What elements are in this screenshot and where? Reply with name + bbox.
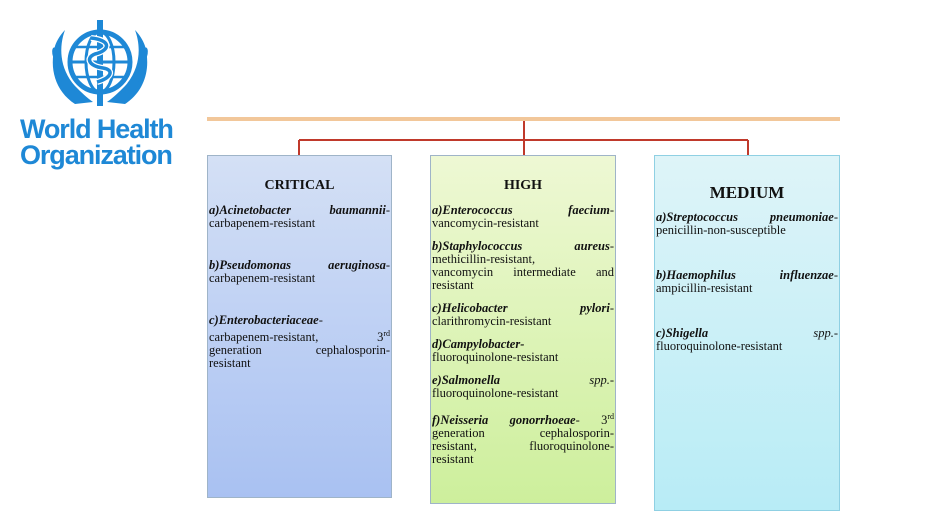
high-item-a: a)Enterococcus faecium- vancomycin-resis… [432,203,614,230]
critical-item-a: a)Acinetobacter baumannii- carbapenem-re… [209,203,390,230]
high-item-d: d)Campylobacter- fluoroquinolone-resista… [432,337,559,364]
high-title: HIGH [503,178,543,193]
critical-item-b: b)Pseudomonas aeruginosa- carbapenem-res… [209,258,390,285]
high-item-f: f)Neisseria gonorrhoeae- 3rd generation … [432,412,614,467]
medium-item-a: a)Streptococcus pneumoniae- penicillin-n… [656,210,838,237]
high-item-b: b)Staphylococcus aureus- methicillin-res… [432,239,614,292]
critical-box: CRITICAL a)Acinetobacter baumannii- carb… [207,155,392,498]
who-logo: World Health Organization [20,16,180,170]
critical-title: CRITICAL [264,178,335,193]
high-item-e: e)Salmonella spp.- fluoroquinolone-resis… [432,373,614,400]
critical-item-c: c)Enterobacteriaceae- carbapenem-resista… [209,313,390,371]
medium-box: MEDIUM a)Streptococcus pneumoniae- penic… [654,155,840,511]
high-item-c: c)Helicobacter pylori- clarithromycin-re… [432,301,614,328]
logo-line2: Organization [20,140,173,170]
who-emblem-icon [52,20,148,106]
medium-title: MEDIUM [709,183,785,202]
medium-item-b: b)Haemophilus influenzae- ampicillin-res… [656,268,838,295]
who-logo-text: World Health Organization [20,114,180,170]
medium-item-c: c)Shigella spp.- fluoroquinolone-resista… [656,326,838,353]
high-box: HIGH a)Enterococcus faecium- vancomycin-… [430,155,616,504]
logo-line1: World Health [20,114,174,144]
